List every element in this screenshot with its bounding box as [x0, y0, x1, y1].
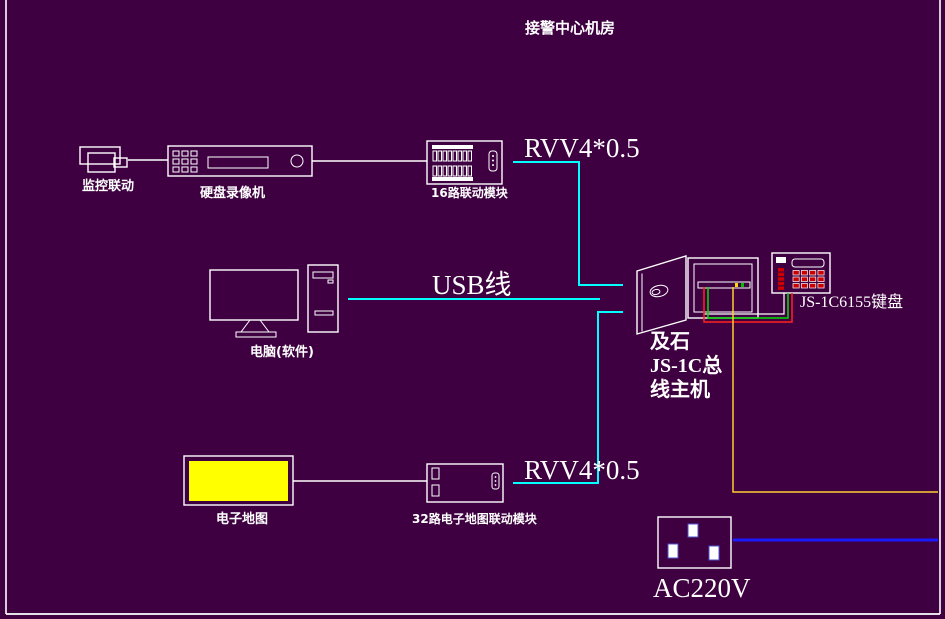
- host-label-line2: JS-1C总: [650, 353, 722, 377]
- wire-red: [703, 287, 793, 323]
- dvr-label: 硬盘录像机: [200, 185, 265, 201]
- page-title: 接警中心机房: [525, 19, 615, 37]
- map-fill-area: [189, 461, 288, 501]
- map-node: 电子地图: [183, 455, 294, 527]
- wire-yellow: [732, 287, 938, 493]
- keypad-keys: [792, 270, 825, 289]
- module32-node: 32路电子地图联动模块: [412, 463, 538, 526]
- module16-node: 16路联动模块: [426, 140, 509, 200]
- module32-label: 32路电子地图联动模块: [412, 511, 538, 526]
- camera-icon: [79, 146, 128, 173]
- map-label: 电子地图: [216, 511, 268, 527]
- module16-icon: [426, 140, 503, 185]
- cable-label-rvv-top: RVV4*0.5: [524, 133, 640, 163]
- frame-border: [5, 0, 941, 615]
- host-node: 及石 JS-1C总 线主机: [636, 255, 759, 401]
- computer-node: 电脑(软件): [209, 264, 339, 360]
- cable-label-usb: USB线: [432, 270, 512, 300]
- keypad-icon: [771, 252, 831, 294]
- camera-node: 监控联动: [79, 146, 134, 194]
- cable-rvv-bottom: [513, 311, 623, 484]
- host-cabinet-icon: [636, 255, 759, 335]
- power-label: AC220V: [653, 573, 751, 603]
- cable-label-rvv-bottom: RVV4*0.5: [524, 455, 640, 485]
- computer-icon: [209, 264, 339, 338]
- wire-white: [704, 293, 785, 315]
- keypad-node: JS-1C6155键盘: [771, 252, 903, 311]
- power-node: AC220V: [653, 516, 751, 603]
- host-label-line3: 线主机: [650, 377, 710, 401]
- keypad-led-strip: [778, 268, 784, 290]
- cable-rvv-top: [513, 161, 623, 286]
- module32-icon: [426, 463, 504, 503]
- keypad-label: JS-1C6155键盘: [800, 292, 903, 311]
- wire-green: [707, 287, 789, 319]
- dvr-node: 硬盘录像机: [167, 145, 313, 201]
- host-label-line1: 及石: [650, 331, 690, 353]
- map-icon: [183, 455, 294, 506]
- module16-label: 16路联动模块: [431, 185, 509, 200]
- camera-label: 监控联动: [82, 178, 134, 194]
- computer-label: 电脑(软件): [250, 344, 314, 360]
- dvr-icon: [167, 145, 313, 177]
- power-socket-icon: [657, 516, 732, 569]
